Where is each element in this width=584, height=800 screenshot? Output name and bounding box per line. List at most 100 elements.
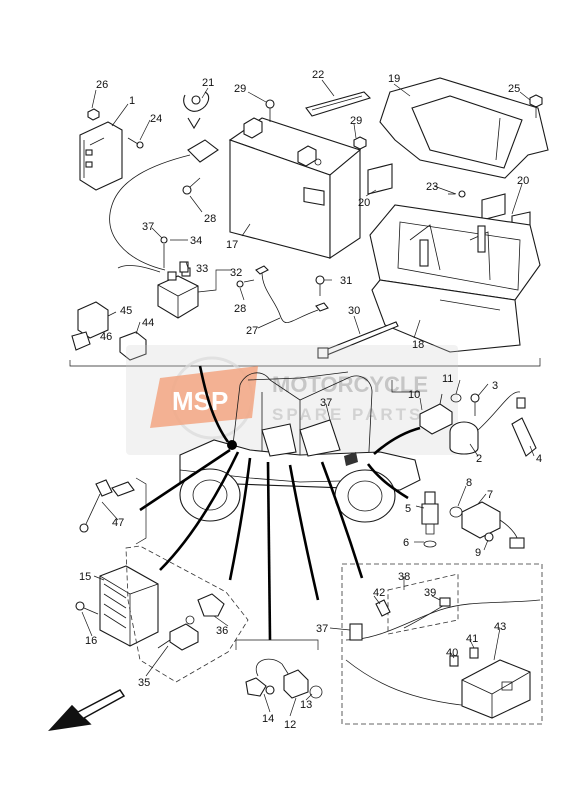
callout-39: 39 — [424, 587, 436, 599]
part-35-switch[interactable] — [157, 623, 199, 651]
callout-29-left: 29 — [234, 83, 246, 95]
part-39-lead[interactable] — [403, 597, 451, 629]
callout-16: 16 — [85, 635, 97, 647]
part-24-screw[interactable] — [127, 137, 144, 149]
spark-plug-group — [421, 491, 525, 549]
part-12-sensor[interactable] — [255, 658, 309, 699]
part-23-screw[interactable] — [448, 190, 466, 198]
callout-28-lower: 28 — [234, 303, 246, 315]
callout-4: 4 — [536, 453, 542, 465]
callout-10: 10 — [408, 389, 420, 401]
part-28-bolt-upper[interactable] — [182, 177, 201, 195]
part-9-screw[interactable] — [484, 532, 494, 542]
battery-location-marker — [227, 440, 237, 450]
part-36-switch-cover[interactable] — [185, 593, 225, 625]
part-40-connector[interactable] — [449, 655, 459, 667]
part-37-connector[interactable] — [349, 623, 363, 641]
callout-17: 17 — [226, 239, 238, 251]
part-32-starter-relay[interactable] — [157, 267, 199, 319]
callout-8: 8 — [466, 477, 472, 489]
part-6-washer[interactable] — [423, 540, 437, 548]
callout-35: 35 — [138, 677, 150, 689]
watermark-line2: SPARE PARTS — [272, 405, 423, 424]
callout-23: 23 — [426, 181, 438, 193]
ecu-location-marker — [344, 452, 358, 466]
part-44-relay[interactable] — [119, 331, 147, 361]
part-27-minus-lead[interactable] — [255, 265, 329, 324]
part-29-terminal-cap-2[interactable] — [353, 136, 367, 150]
part-7-sender[interactable] — [461, 501, 525, 549]
callout-18: 18 — [412, 339, 424, 351]
rear-wheel — [334, 469, 396, 523]
callout-37-vehicle: 37 — [320, 397, 332, 409]
callout-19: 19 — [388, 73, 400, 85]
callout-9: 9 — [475, 547, 481, 559]
part-41-connector[interactable] — [469, 647, 479, 659]
part-19-box-cover[interactable] — [379, 77, 549, 179]
part-18-battery-box[interactable] — [369, 204, 541, 353]
part-25-screw[interactable] — [529, 94, 543, 118]
part-8-oring[interactable] — [449, 506, 463, 518]
part-30-cable-tie[interactable] — [317, 321, 399, 359]
part-31-bolt[interactable] — [315, 275, 325, 296]
callout-22: 22 — [312, 69, 324, 81]
coil-group-bracket — [391, 380, 420, 393]
part-3-bolt[interactable] — [470, 393, 480, 416]
part-13-oring[interactable] — [309, 685, 323, 699]
part-26-bolt[interactable] — [87, 108, 100, 121]
callout-6: 6 — [403, 537, 409, 549]
part-34-bolt[interactable] — [160, 236, 168, 268]
part-42-connector[interactable] — [375, 599, 391, 617]
part-22-battery-band[interactable] — [305, 91, 372, 117]
front-direction-arrow-icon — [48, 689, 126, 732]
switch-group-35-36 — [125, 545, 249, 683]
harness-group-37-43 — [341, 563, 543, 725]
callout-40: 40 — [446, 647, 458, 659]
top-assembly — [69, 77, 549, 367]
callout-43: 43 — [494, 621, 506, 633]
callout-20-right: 20 — [517, 175, 529, 187]
part-10-sensor[interactable] — [419, 393, 453, 435]
callout-numbers: 1 2 3 4 5 6 7 8 9 10 11 12 13 14 15 16 1… — [79, 69, 542, 731]
callout-37-top: 37 — [142, 221, 154, 233]
part-5-spark-plug[interactable] — [421, 491, 439, 535]
part-21-clamp[interactable] — [183, 91, 210, 130]
part-16-bolt[interactable] — [75, 601, 99, 615]
callout-25: 25 — [508, 83, 520, 95]
callout-34: 34 — [190, 235, 202, 247]
watermark-line1: MOTORCYCLE — [272, 372, 428, 397]
callout-1: 1 — [129, 95, 135, 107]
callout-27: 27 — [246, 325, 258, 337]
part-17-battery[interactable] — [228, 117, 362, 260]
part-20-pad-right[interactable] — [481, 193, 506, 221]
callout-12: 12 — [284, 719, 296, 731]
callout-26: 26 — [96, 79, 108, 91]
callout-15: 15 — [79, 571, 91, 583]
callout-41: 41 — [466, 633, 478, 645]
part-46-relay[interactable] — [71, 331, 91, 351]
callout-45: 45 — [120, 305, 132, 317]
part-47-sensor[interactable] — [79, 477, 147, 545]
part-28-bolt-lower[interactable] — [236, 279, 255, 288]
part-14-bolt[interactable] — [245, 677, 275, 697]
part-15-rectifier[interactable] — [99, 565, 159, 647]
part-4-plug-cap[interactable] — [511, 397, 537, 457]
harness-loop — [109, 154, 191, 271]
part-20-pad-left[interactable] — [367, 163, 393, 195]
part-1-cdi-unit[interactable] — [79, 121, 123, 191]
callout-38: 38 — [398, 571, 410, 583]
callout-47: 47 — [112, 517, 124, 529]
leader-lines — [139, 365, 421, 641]
callout-46: 46 — [100, 331, 112, 343]
callout-3: 3 — [492, 380, 498, 392]
callout-14: 14 — [262, 713, 274, 725]
watermark-logo-badge — [150, 366, 258, 428]
callout-30: 30 — [348, 305, 360, 317]
part-29-terminal-cap[interactable] — [265, 99, 275, 122]
callout-28-upper: 28 — [204, 213, 216, 225]
callout-31: 31 — [340, 275, 352, 287]
callout-7: 7 — [487, 489, 493, 501]
part-43-ecu[interactable] — [461, 659, 531, 719]
part-2-ignition-coil[interactable] — [449, 391, 521, 455]
callout-32: 32 — [230, 267, 242, 279]
